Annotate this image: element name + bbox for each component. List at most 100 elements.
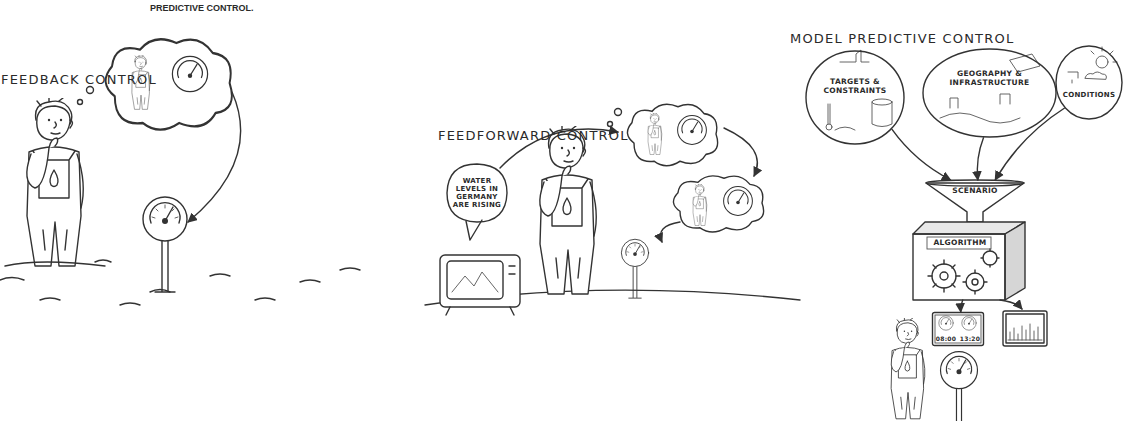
mpc-panel [1003, 311, 1047, 346]
feedforward-panel [660, 222, 680, 242]
mpc-panel [1006, 314, 1044, 343]
node-content: CONDITIONS [1055, 45, 1123, 120]
mpc-panel [1085, 72, 1107, 79]
flow-arrow [995, 108, 1064, 180]
node-outline [926, 180, 1024, 186]
feedforward-panel [608, 122, 613, 127]
node-outline [913, 222, 1025, 300]
node-outline [913, 234, 1005, 300]
algorithm-gears [940, 272, 948, 280]
mpc-panel [828, 104, 830, 124]
node-text: 13:20 [960, 336, 981, 343]
input-circle: TARGETS & CONSTRAINTS [805, 50, 905, 145]
feedback-panel [0, 260, 360, 305]
panel-heading: FEEDBACK CONTROL [1, 72, 157, 87]
feedback-panel [143, 197, 187, 292]
feedforward-panel [452, 272, 498, 292]
node-text: SCENARIO [952, 187, 997, 196]
algorithm-box: ALGORITHM [913, 222, 1025, 300]
mpc-panel [962, 316, 976, 330]
feedback-panel [27, 98, 83, 266]
mpc-panel [872, 102, 892, 127]
node-outline [922, 48, 1057, 138]
node-text: TARGETS & CONSTRAINTS [823, 78, 887, 95]
node-outline [935, 315, 981, 343]
feedback-panel [188, 92, 241, 222]
node-outline [933, 313, 984, 346]
mpc-panel [826, 47, 1117, 421]
node-text: GEOGRAPHY & INFRASTRUCTURE [945, 70, 1035, 87]
algorithm-gears [981, 249, 999, 267]
mpc-panel [1008, 324, 1042, 340]
flow-arrow [961, 300, 963, 312]
feedforward-panel [724, 187, 753, 216]
mpc-panel [872, 99, 892, 105]
node-content: GEOGRAPHY & INFRASTRUCTURE [922, 48, 1057, 138]
algorithm-gears [928, 260, 960, 292]
feedforward-panel [466, 220, 482, 240]
feedforward-panel [447, 261, 503, 299]
node-outline [923, 49, 1056, 137]
node-content: SCENARIO [925, 180, 1025, 222]
feedforward-panel [621, 239, 648, 298]
node-outline [806, 51, 904, 144]
feedforward-panel [673, 176, 763, 232]
feedforward-panel [440, 255, 520, 307]
feedforward-panel [540, 126, 596, 294]
feedforward-panel [724, 128, 757, 176]
node-content: 08:0013:20 [932, 312, 984, 346]
algorithm-gears [972, 279, 978, 285]
feedforward-panel [678, 116, 707, 145]
node-text: 08:00 [936, 336, 957, 343]
feedforward-panel [425, 104, 800, 315]
mpc-panel [941, 352, 978, 421]
panel-heading: MODEL PREDICTIVE CONTROL [790, 31, 1014, 46]
flow-arrow [892, 129, 951, 180]
feedforward-panel [627, 104, 717, 165]
forecast-screen: 08:0013:20 [932, 312, 984, 346]
mpc-panel [1000, 300, 1022, 309]
algorithm-gears [928, 249, 999, 294]
feedback-panel [0, 39, 360, 305]
node-outline [1005, 222, 1025, 300]
feedback-panel [87, 87, 94, 94]
feedforward-panel [615, 109, 622, 116]
algorithm-gears [983, 251, 997, 265]
mpc-panel [826, 124, 832, 130]
mpc-panel [939, 316, 953, 330]
scenario-funnel: SCENARIO [925, 180, 1025, 222]
node-content: WATER LEVELS IN GERMANY ARE RISING [446, 163, 508, 223]
node-content: ALGORITHM [913, 222, 1025, 300]
node-outline [805, 50, 905, 145]
feedforward-panel [446, 266, 515, 315]
flow-arrow [977, 138, 983, 180]
caption-fragment: PREDICTIVE CONTROL. [150, 3, 254, 13]
input-circle: CONDITIONS [1055, 45, 1123, 120]
node-outline [926, 183, 1024, 222]
node-outline [1055, 45, 1123, 120]
mpc-panel [1068, 72, 1078, 83]
node-outline [447, 164, 507, 222]
mpc-panel [835, 127, 855, 130]
mpc-panel [940, 94, 1020, 123]
node-text: CONDITIONS [1063, 91, 1116, 99]
node-text: WATER LEVELS IN GERMANY ARE RISING [452, 177, 502, 209]
mpc-panel [1010, 54, 1040, 72]
mpc-panel [1096, 56, 1108, 68]
feedforward-panel [693, 184, 707, 226]
node-outline [1056, 46, 1122, 119]
feedback-panel [78, 100, 83, 105]
algorithm-gears [966, 273, 984, 291]
node-text: ALGORITHM [933, 239, 986, 248]
node-content: TARGETS & CONSTRAINTS [805, 50, 905, 145]
feedback-panel [172, 56, 207, 91]
node-outline [927, 237, 991, 249]
speech-bubble: WATER LEVELS IN GERMANY ARE RISING [446, 163, 508, 223]
feedforward-panel [648, 113, 662, 155]
algorithm-gears [963, 270, 987, 294]
input-circle: GEOGRAPHY & INFRASTRUCTURE [922, 48, 1057, 138]
mpc-panel [891, 318, 925, 419]
